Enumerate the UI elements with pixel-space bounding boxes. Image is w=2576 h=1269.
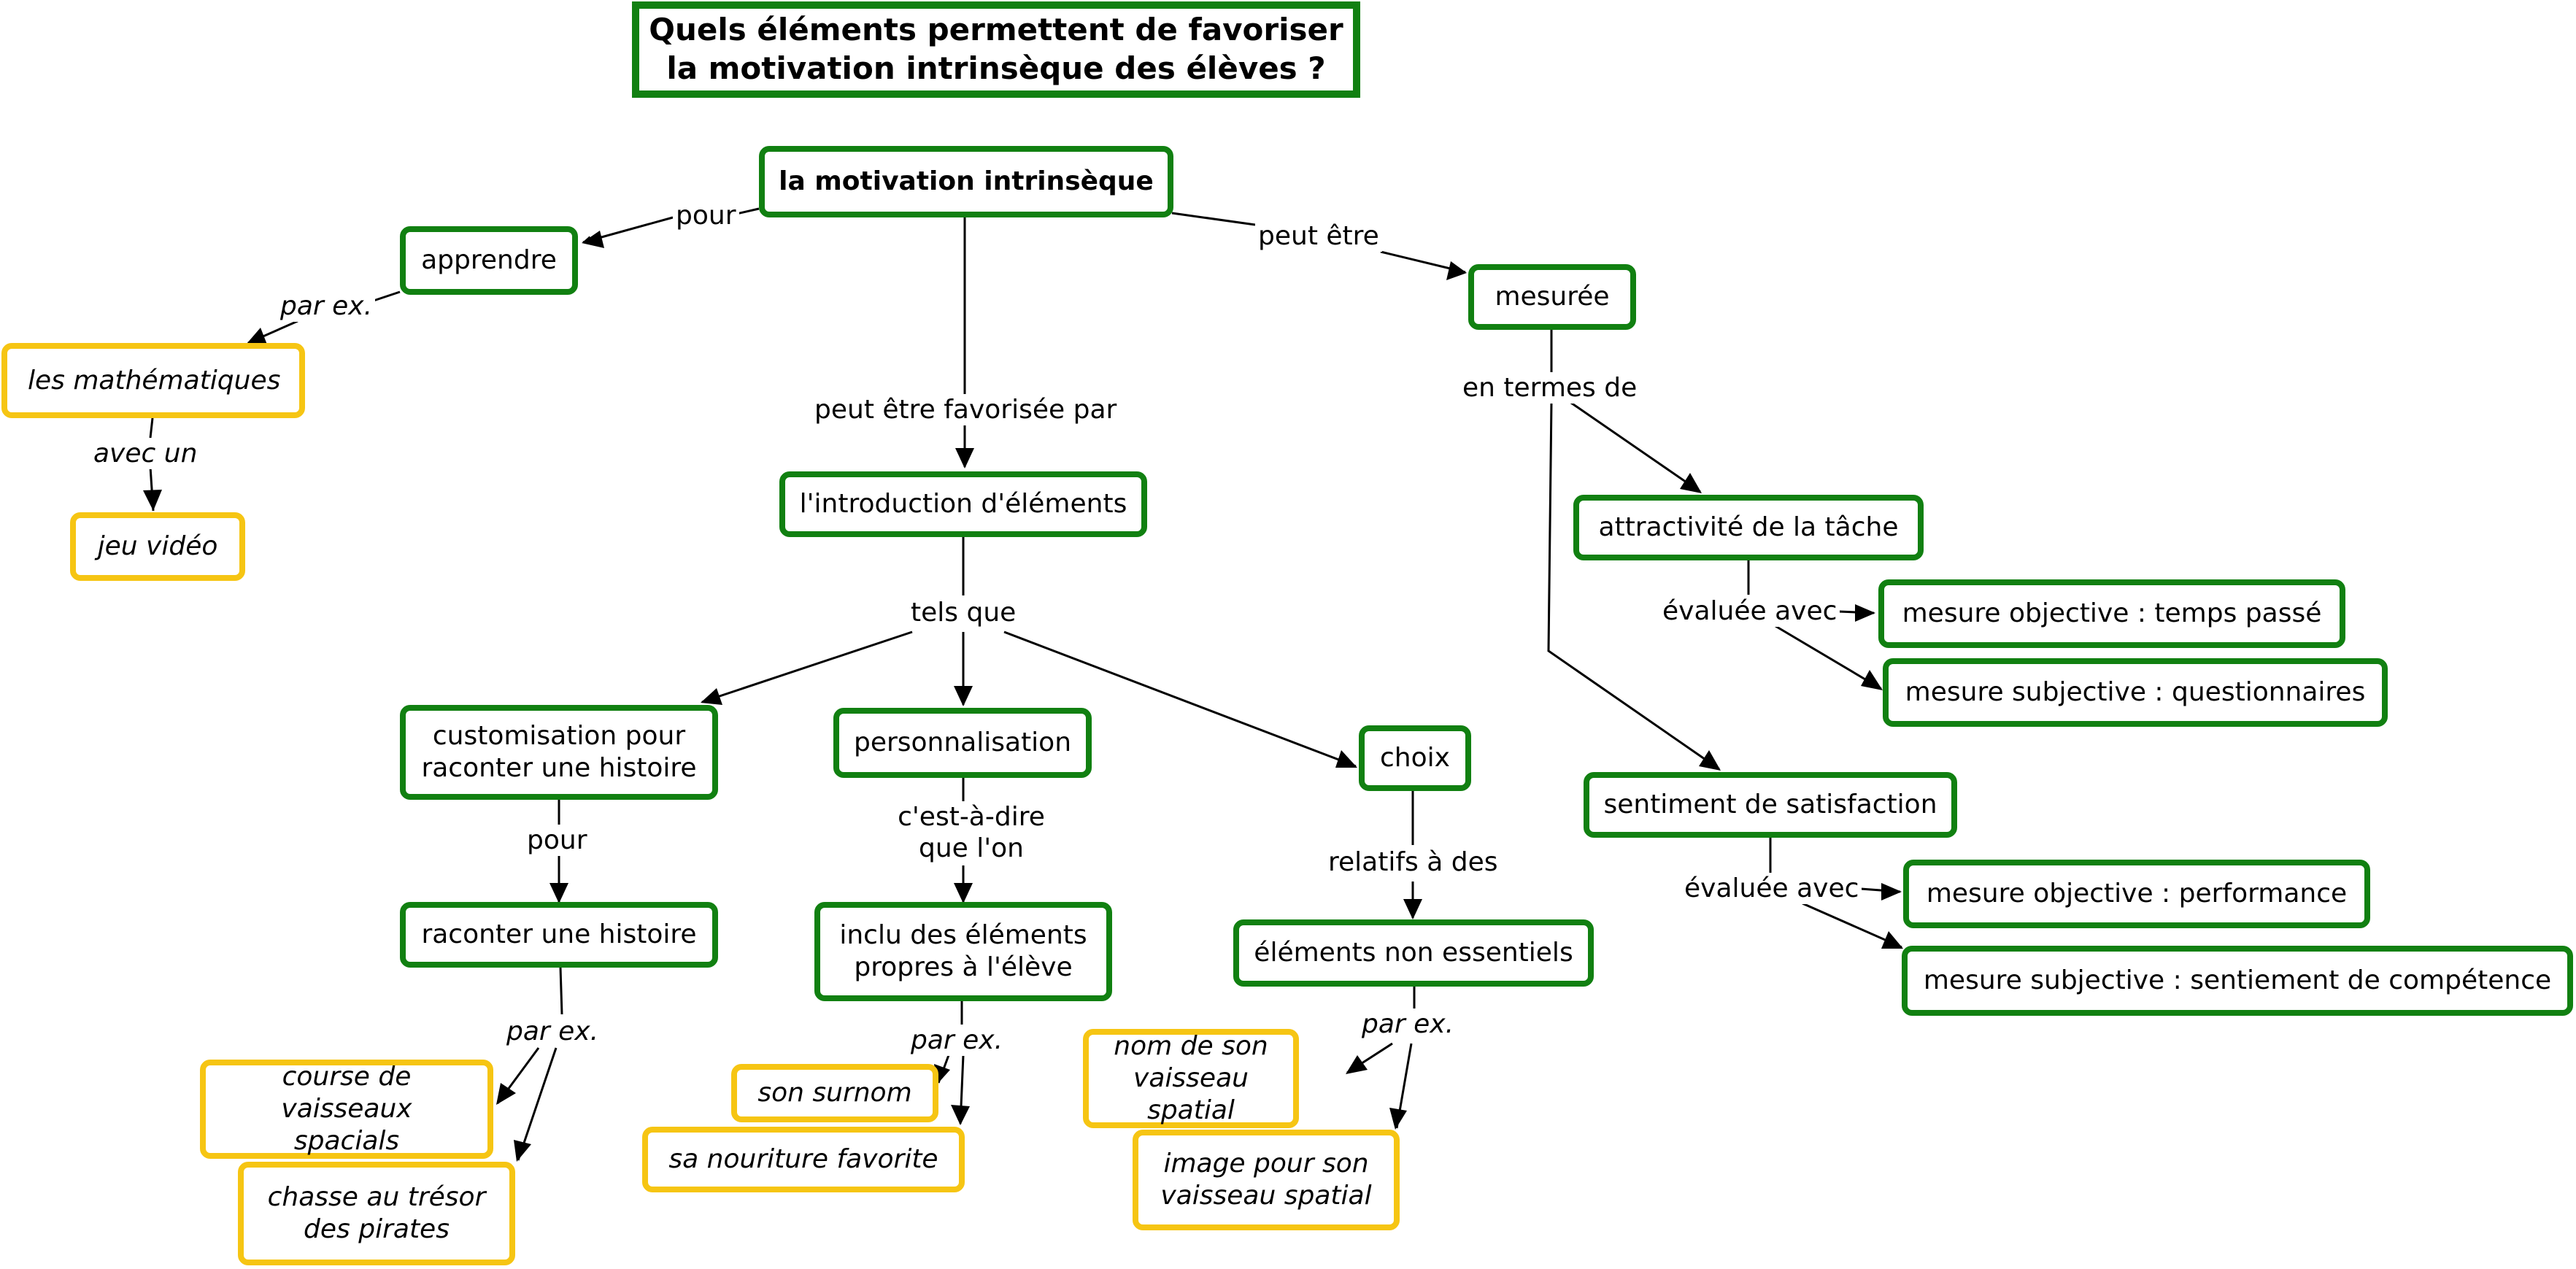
arrowhead	[247, 328, 267, 344]
arrowhead	[1389, 1108, 1407, 1130]
node-mesure-subjective-questionnaires: mesure subjective : questionnaires	[1883, 658, 2388, 727]
node-mesuree: mesurée	[1468, 264, 1636, 330]
node-choix: choix	[1359, 725, 1471, 791]
node-sa-nouriture: sa nouriture favorite	[642, 1127, 965, 1192]
link-label-par-ex: par ex.	[908, 1025, 1006, 1057]
link-line	[373, 290, 401, 302]
node-attractivite-tache: attractivité de la tâche	[1573, 495, 1924, 560]
link-label-par-ex: par ex.	[277, 290, 376, 323]
node-motivation-intrinseque: la motivation intrinsèque	[759, 146, 1173, 217]
link-label-avec-un: avec un	[90, 438, 201, 470]
link-line	[1547, 401, 1720, 771]
arrowhead	[1680, 473, 1702, 493]
arrowhead	[514, 1140, 531, 1162]
link-line	[701, 630, 913, 703]
arrowhead	[1855, 604, 1875, 622]
link-line	[559, 967, 563, 1015]
arrowhead	[549, 883, 568, 903]
arrowhead	[1861, 670, 1883, 690]
node-inclu-elements: inclu des éléments propres à l'élève	[814, 902, 1112, 1001]
arrowhead	[1346, 1055, 1368, 1074]
node-mathematiques: les mathématiques	[1, 343, 305, 418]
node-raconter-histoire: raconter une histoire	[400, 902, 718, 968]
link-label-pour: pour	[524, 825, 590, 857]
node-image-vaisseau: image pour son vaisseau spatial	[1133, 1130, 1400, 1230]
arrowhead	[143, 490, 162, 511]
link-line	[1003, 630, 1357, 768]
link-label-evaluee-avec: évaluée avec	[1659, 595, 1840, 628]
node-customisation: customisation pour raconter une histoire	[400, 705, 718, 800]
arrowhead	[1881, 883, 1902, 900]
link-label-pour: pour	[673, 200, 739, 232]
node-apprendre: apprendre	[400, 226, 578, 295]
link-line	[1771, 622, 1882, 690]
arrowhead	[1881, 931, 1903, 949]
node-nom-vaisseau: nom de son vaisseau spatial	[1083, 1029, 1299, 1128]
link-label-tels-que: tels que	[908, 597, 1019, 629]
link-label-en-termes-de: en termes de	[1459, 372, 1640, 404]
arrowhead	[951, 1105, 970, 1125]
arrowhead	[954, 686, 973, 706]
arrowhead	[1335, 750, 1357, 768]
link-label-favorisee-par: peut être favorisée par	[811, 394, 1120, 426]
arrowhead	[1403, 899, 1422, 919]
link-label-relatifs-a-des: relatifs à des	[1325, 846, 1501, 879]
link-label-peut-etre: peut être	[1255, 220, 1382, 252]
link-label-evaluee-avec: évaluée avec	[1681, 873, 1862, 905]
node-introduction-elements: l'introduction d'éléments	[779, 471, 1147, 537]
link-label-par-ex: par ex.	[1359, 1008, 1457, 1041]
arrowhead	[954, 883, 973, 903]
node-sentiment-satisfaction: sentiment de satisfaction	[1584, 772, 1957, 838]
link-label-cest-a-dire: c'est-à-dire que l'on	[886, 801, 1057, 865]
link-line	[1568, 400, 1701, 493]
arrowhead	[955, 448, 974, 468]
arrowhead	[1699, 750, 1721, 771]
link-line	[1171, 212, 1256, 226]
link-line	[149, 417, 154, 439]
node-mesure-subjective-competence: mesure subjective : sentiement de compét…	[1902, 946, 2573, 1016]
node-son-surnom: son surnom	[731, 1064, 938, 1122]
arrowhead	[582, 231, 604, 248]
link-label-par-ex: par ex.	[504, 1016, 602, 1048]
node-elements-non-essentiels: éléments non essentiels	[1233, 919, 1594, 987]
node-chasse-tresor: chasse au trésor des pirates	[238, 1162, 515, 1265]
arrowhead	[496, 1083, 516, 1105]
node-mesure-objective-temps: mesure objective : temps passé	[1878, 579, 2345, 648]
node-mesure-objective-performance: mesure objective : performance	[1903, 860, 2370, 928]
node-jeu-video: jeu vidéo	[70, 512, 245, 581]
arrowhead	[701, 688, 722, 705]
node-course-vaisseaux: course de vaisseaux spacials	[200, 1060, 493, 1159]
link-line	[517, 1047, 558, 1161]
arrowhead	[1446, 261, 1467, 280]
node-personnalisation: personnalisation	[833, 708, 1092, 778]
